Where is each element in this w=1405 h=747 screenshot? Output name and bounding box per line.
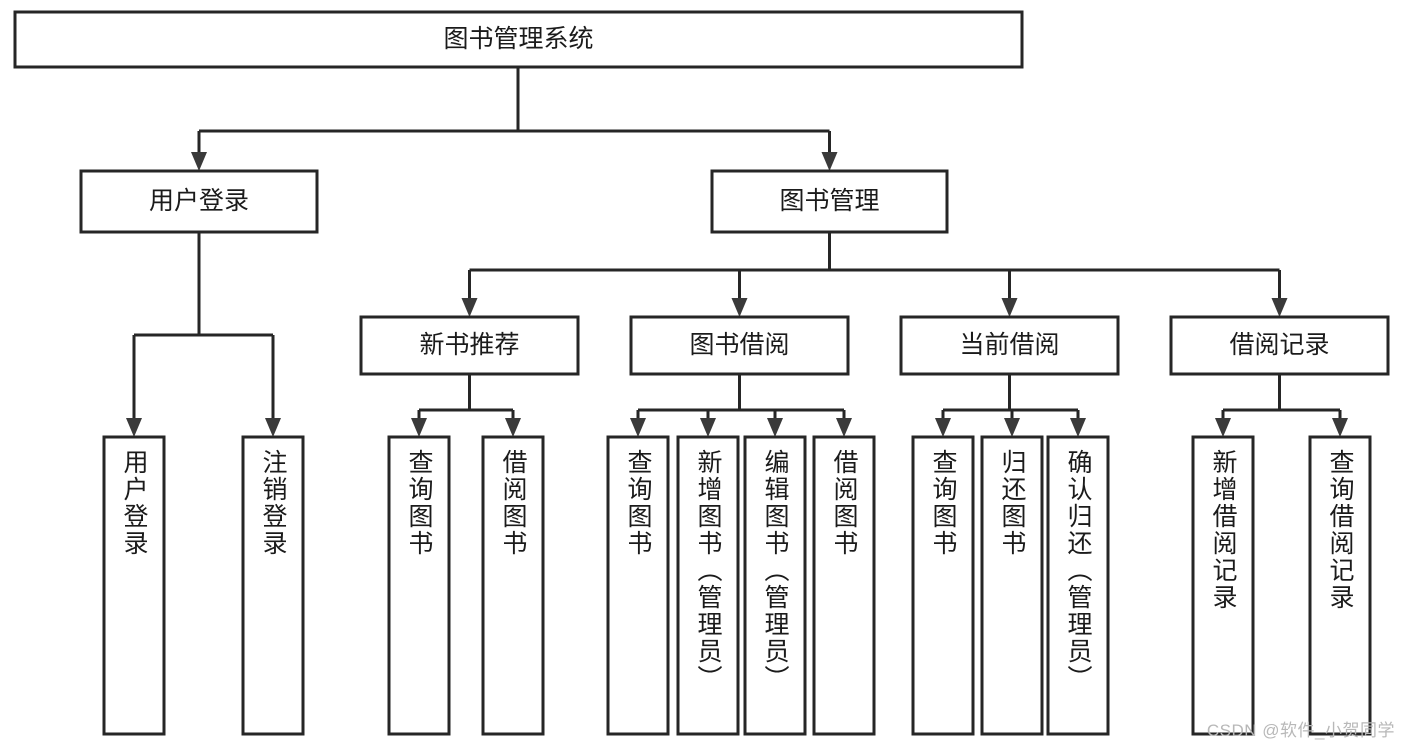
node-label-new-book-recommend: 新书推荐 — [419, 331, 519, 359]
arrow-head-icon — [411, 418, 427, 437]
leaf-box-leaf-edit-book[interactable] — [743, 435, 807, 736]
node-box-current-borrow[interactable] — [899, 315, 1120, 376]
node-label-book-manage: 图书管理 — [779, 187, 879, 215]
arrow-head-icon — [1271, 298, 1288, 317]
arrow-head-icon — [1215, 418, 1231, 437]
arrow-head-icon — [461, 298, 478, 317]
leaf-box-leaf-borrow-book[interactable] — [812, 435, 876, 736]
node-box-book-manage[interactable] — [710, 169, 949, 234]
node-label-root: 图书管理系统 — [443, 25, 593, 53]
node-label-user-login: 用户登录 — [149, 187, 249, 215]
leaf-box-leaf-add-book[interactable] — [676, 435, 740, 736]
leaf-box-leaf-borrow-book-rec[interactable] — [481, 435, 545, 736]
node-box-book-borrow[interactable] — [629, 315, 850, 376]
node-label-borrow-record: 借阅记录 — [1229, 331, 1329, 359]
arrow-head-icon — [1004, 418, 1020, 437]
leaf-box-leaf-query-book-borrow[interactable] — [606, 435, 670, 736]
connectors-layer — [126, 67, 1348, 437]
node-box-user-login[interactable] — [79, 169, 319, 234]
arrow-head-icon — [731, 298, 748, 317]
node-box-borrow-record[interactable] — [1169, 315, 1390, 376]
arrow-head-icon — [1001, 298, 1018, 317]
arrow-head-icon — [1332, 418, 1348, 437]
node-label-book-borrow: 图书借阅 — [689, 331, 789, 359]
arrow-head-icon — [265, 418, 281, 437]
arrow-head-icon — [1070, 418, 1086, 437]
node-label-current-borrow: 当前借阅 — [959, 331, 1059, 359]
leaf-box-leaf-confirm-return[interactable] — [1046, 435, 1110, 736]
leaf-box-leaf-user-logout[interactable] — [241, 435, 305, 736]
leaf-box-leaf-user-login[interactable] — [102, 435, 166, 736]
arrow-head-icon — [767, 418, 783, 437]
leaf-box-leaf-query-book-current[interactable] — [911, 435, 975, 736]
leaf-box-leaf-query-book-rec[interactable] — [387, 435, 451, 736]
node-box-new-book-recommend[interactable] — [359, 315, 580, 376]
arrow-head-icon — [836, 418, 852, 437]
arrow-head-icon — [630, 418, 646, 437]
arrow-head-icon — [821, 152, 838, 171]
leaf-box-leaf-query-record[interactable] — [1308, 435, 1372, 736]
node-box-root[interactable] — [13, 10, 1024, 69]
arrow-head-icon — [700, 418, 716, 437]
watermark: CSDN @软件_小贺同学 — [1206, 721, 1395, 740]
leaf-box-leaf-add-record[interactable] — [1191, 435, 1255, 736]
arrow-head-icon — [126, 418, 142, 437]
arrow-head-icon — [935, 418, 951, 437]
arrow-head-icon — [505, 418, 521, 437]
arrow-head-icon — [191, 152, 207, 171]
boxes-layer — [13, 10, 1390, 736]
leaf-box-leaf-return-book[interactable] — [980, 435, 1044, 736]
